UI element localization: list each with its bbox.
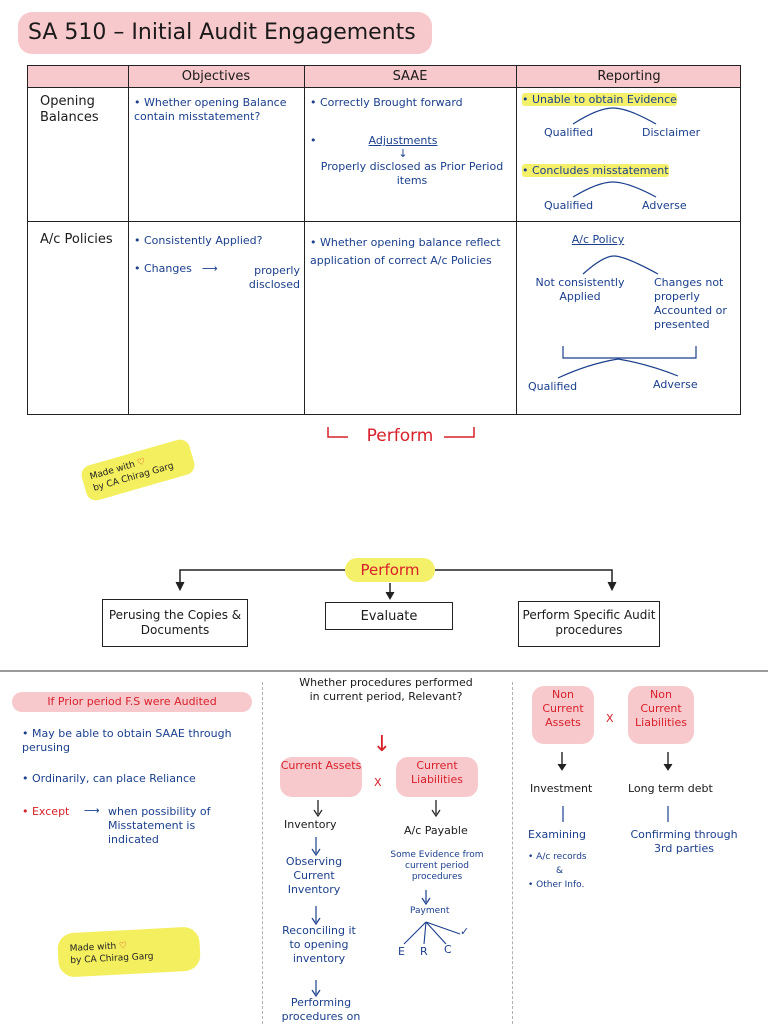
exam-item-2: &: [556, 866, 564, 876]
non-current-liabilities-label: Non Current Liabilities: [628, 686, 694, 744]
confirming-label: Confirming through 3rd parties: [630, 828, 738, 855]
payable-note: Some Evidence from current period proced…: [390, 850, 484, 882]
prior-period-heading: If Prior period F.S were Audited: [12, 692, 252, 712]
section-divider: [0, 670, 768, 672]
opening-reporting-a-qualified: Qualified: [544, 126, 594, 139]
opening-reporting-a-disclaimer: Disclaimer: [642, 126, 701, 139]
opening-reporting-b-qualified: Qualified: [544, 199, 594, 212]
inventory-step-2: Reconciling it to opening inventory: [282, 924, 356, 965]
current-liabilities-label: Current Liabilities: [396, 757, 478, 797]
erc-e: E: [398, 945, 405, 958]
long-term-debt-label: Long term debt: [628, 782, 713, 795]
policies-reporting-root: A/c Policy: [571, 233, 625, 246]
opening-saae-arrow: ↓: [398, 147, 408, 160]
opening-reporting-branches: [572, 107, 657, 198]
policies-objective-2: • Changes: [134, 262, 192, 275]
policies-reporting-adverse: Adverse: [653, 378, 698, 391]
policies-objective-2-result: properly disclosed: [248, 264, 300, 291]
policies-reporting-qualified: Qualified: [528, 380, 578, 393]
summary-table: Objectives SAAE Reporting Opening Balanc…: [27, 65, 741, 415]
except-arrow: ⟶: [84, 804, 100, 817]
nca-ncl-cross: X: [606, 712, 614, 725]
row-label-ac-policies: A/c Policies: [40, 232, 113, 247]
perform-divider-lines: [327, 427, 475, 438]
opening-objective: • Whether opening Balance contain missta…: [134, 96, 287, 123]
opening-reporting-b: • Concludes misstatement: [522, 164, 669, 177]
relevance-arrow: ↓: [372, 732, 392, 757]
policies-objective-2-arrow: ⟶: [202, 262, 218, 275]
left-bullet-2: • Ordinarily, can place Reliance: [22, 772, 196, 785]
relevance-question: Whether procedures performed in current …: [299, 676, 473, 703]
except-text: when possibility of Misstatement is indi…: [108, 805, 211, 846]
check-icon: ✓: [460, 925, 470, 938]
flow-box-specific-procedures: Perform Specific Audit procedures: [518, 601, 660, 647]
investment-label: Investment: [530, 782, 593, 795]
flow-root: Perform: [345, 558, 435, 582]
column-divider-2: [512, 682, 513, 1024]
exam-item-1: • A/c records: [528, 852, 587, 862]
erc-c: C: [444, 943, 452, 956]
except-label: • Except: [22, 805, 70, 818]
exam-item-3: • Other Info.: [528, 880, 585, 890]
opening-reporting-a: • Unable to obtain Evidence: [522, 93, 677, 106]
left-bullet-1: • May be able to obtain SAAE through per…: [22, 727, 232, 754]
non-current-assets-label: Non Current Assets: [532, 686, 594, 744]
opening-reporting-b-adverse: Adverse: [642, 199, 687, 212]
inventory-step-1: Observing Current Inventory: [285, 855, 343, 896]
examining-label: Examining: [528, 828, 586, 841]
perform-divider: Perform: [366, 426, 434, 446]
inventory-step-3: Performing procedures on: [281, 996, 361, 1023]
policies-reporting-left: Not consistently Applied: [535, 276, 625, 303]
header-objectives: Objectives: [181, 69, 251, 84]
flow-box-perusing: Perusing the Copies & Documents: [102, 599, 248, 647]
table-header: [28, 66, 740, 87]
opening-saae-bullet: •: [310, 134, 317, 147]
erc-r: R: [420, 945, 428, 958]
opening-saae-main: • Correctly Brought forward: [310, 96, 463, 109]
policies-reporting-branches: [557, 255, 697, 379]
policies-objective-1: • Consistently Applied?: [134, 234, 263, 247]
current-assets-label: Current Assets: [280, 757, 362, 797]
row-label-opening-balances: Opening Balances: [40, 94, 99, 125]
header-saae: SAAE: [392, 69, 428, 84]
payment-label: Payment: [410, 906, 450, 916]
policies-reporting-right: Changes not properly Accounted or presen…: [654, 276, 727, 331]
flow-box-evaluate: Evaluate: [325, 602, 453, 630]
column-divider-1: [262, 682, 263, 1024]
ac-payable-label: A/c Payable: [404, 824, 468, 837]
page-title: SA 510 – Initial Audit Engagements: [18, 12, 432, 54]
inventory-label: Inventory: [284, 818, 337, 831]
opening-saae-adjustments: Adjustments: [368, 134, 438, 147]
policies-saae: • Whether opening balance reflect applic…: [310, 236, 501, 267]
ca-cl-cross: X: [374, 776, 382, 789]
flow-connectors: [175, 569, 617, 601]
opening-saae-properly: Properly disclosed as Prior Period items: [320, 160, 504, 187]
header-reporting: Reporting: [597, 69, 661, 84]
